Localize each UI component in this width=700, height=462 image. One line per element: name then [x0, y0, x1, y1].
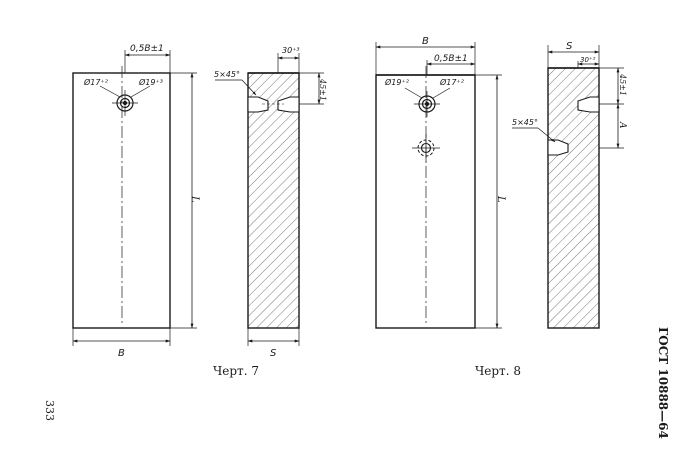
fig8-dim-half-b: 0,5B±1 — [434, 54, 468, 64]
fig7-dim-b: B — [118, 348, 125, 359]
fig8-dim-b: B — [422, 36, 429, 47]
fig8-front-view — [375, 42, 502, 329]
fig8-caption: Черт. 8 — [475, 364, 521, 378]
fig7-dim-half-b: 0,5B±1 — [130, 44, 164, 54]
fig8-hole-right-label: Ø17⁺² — [439, 77, 465, 87]
fig7-caption: Черт. 7 — [213, 364, 259, 378]
fig8-section-depth: 30⁺² — [580, 56, 596, 64]
fig8-section-height: 45±1 — [618, 74, 627, 96]
fig7-dim-l: L — [189, 196, 200, 203]
fig7-dim-s: S — [270, 348, 277, 359]
fig7-front-view — [72, 50, 197, 346]
fig8-hole-left-label: Ø19⁺² — [384, 77, 410, 87]
page-number: 333 — [43, 400, 56, 421]
fig8-dim-s: S — [566, 41, 573, 52]
fig7-chamfer-label: 5×45° — [214, 70, 240, 79]
fig7-hole-left-label: Ø17⁺² — [83, 77, 109, 87]
standard-label: ГОСТ 10888—64 — [656, 327, 670, 439]
fig8-dim-l: L — [495, 196, 506, 203]
fig8-dim-a: A — [617, 122, 627, 129]
fig7-hole-right-label: Ø19⁺³ — [138, 77, 163, 87]
fig7-section-height: 45±1 — [318, 79, 327, 101]
fig7-section-view — [215, 53, 324, 346]
fig8-chamfer-label: 5×45° — [512, 118, 538, 127]
fig7-section-depth: 30⁺³ — [282, 46, 300, 55]
fig8-section-view — [512, 45, 624, 329]
